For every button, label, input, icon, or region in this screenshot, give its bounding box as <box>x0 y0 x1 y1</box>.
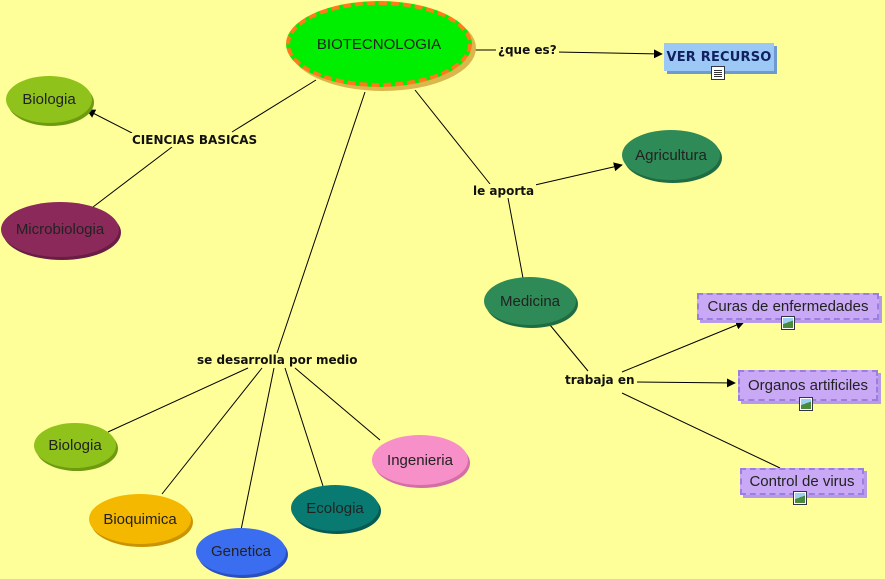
node-agricultura[interactable]: Agricultura <box>622 130 720 180</box>
node-label: Genetica <box>210 543 272 560</box>
node-label: Medicina <box>499 292 561 310</box>
resource-label: Control de virus <box>749 473 855 490</box>
image-icon[interactable] <box>781 316 795 330</box>
node-label: Bioquimica <box>103 510 177 528</box>
ver-recurso-button[interactable]: VER RECURSO <box>664 43 774 71</box>
link-label-ciencias-basicas: CIENCIAS BASICAS <box>130 133 260 147</box>
node-label: Microbiologia <box>15 221 105 238</box>
node-label: Agricultura <box>635 146 707 164</box>
node-ecologia[interactable]: Ecologia <box>291 485 379 531</box>
node-label: Ingenieria <box>387 451 453 469</box>
link-label-se-desarrolla: se desarrolla por medio <box>195 353 360 367</box>
node-medicina[interactable]: Medicina <box>484 277 576 325</box>
root-node-label: BIOTECNOLOGIA <box>316 35 442 53</box>
image-icon[interactable] <box>799 397 813 411</box>
node-genetica[interactable]: Genetica <box>196 528 286 575</box>
node-bioquimica[interactable]: Bioquimica <box>89 494 191 544</box>
document-icon[interactable] <box>711 66 725 80</box>
node-label: Biologia <box>48 437 102 454</box>
link-label-le-aporta: le aporta <box>471 184 537 198</box>
image-icon[interactable] <box>793 491 807 505</box>
ver-recurso-label: VER RECURSO <box>666 49 772 65</box>
root-node-biotecnologia[interactable]: BIOTECNOLOGIA <box>286 1 472 87</box>
node-label: Ecologia <box>306 499 364 517</box>
resource-control-de-virus[interactable]: Control de virus <box>740 468 864 495</box>
node-biologia-ciencias[interactable]: Biologia <box>6 76 92 123</box>
link-label-trabaja-en: trabaja en <box>563 373 637 387</box>
node-biologia-medio[interactable]: Biologia <box>34 423 116 468</box>
node-ingenieria[interactable]: Ingenieria <box>372 435 468 485</box>
node-microbiologia[interactable]: Microbiologia <box>1 202 119 257</box>
link-label-que-es: ¿que es? <box>496 43 559 57</box>
resource-label: Organos artificiles <box>747 377 869 394</box>
node-label: Biologia <box>22 91 76 108</box>
resource-label: Curas de enfermedades <box>707 298 869 315</box>
